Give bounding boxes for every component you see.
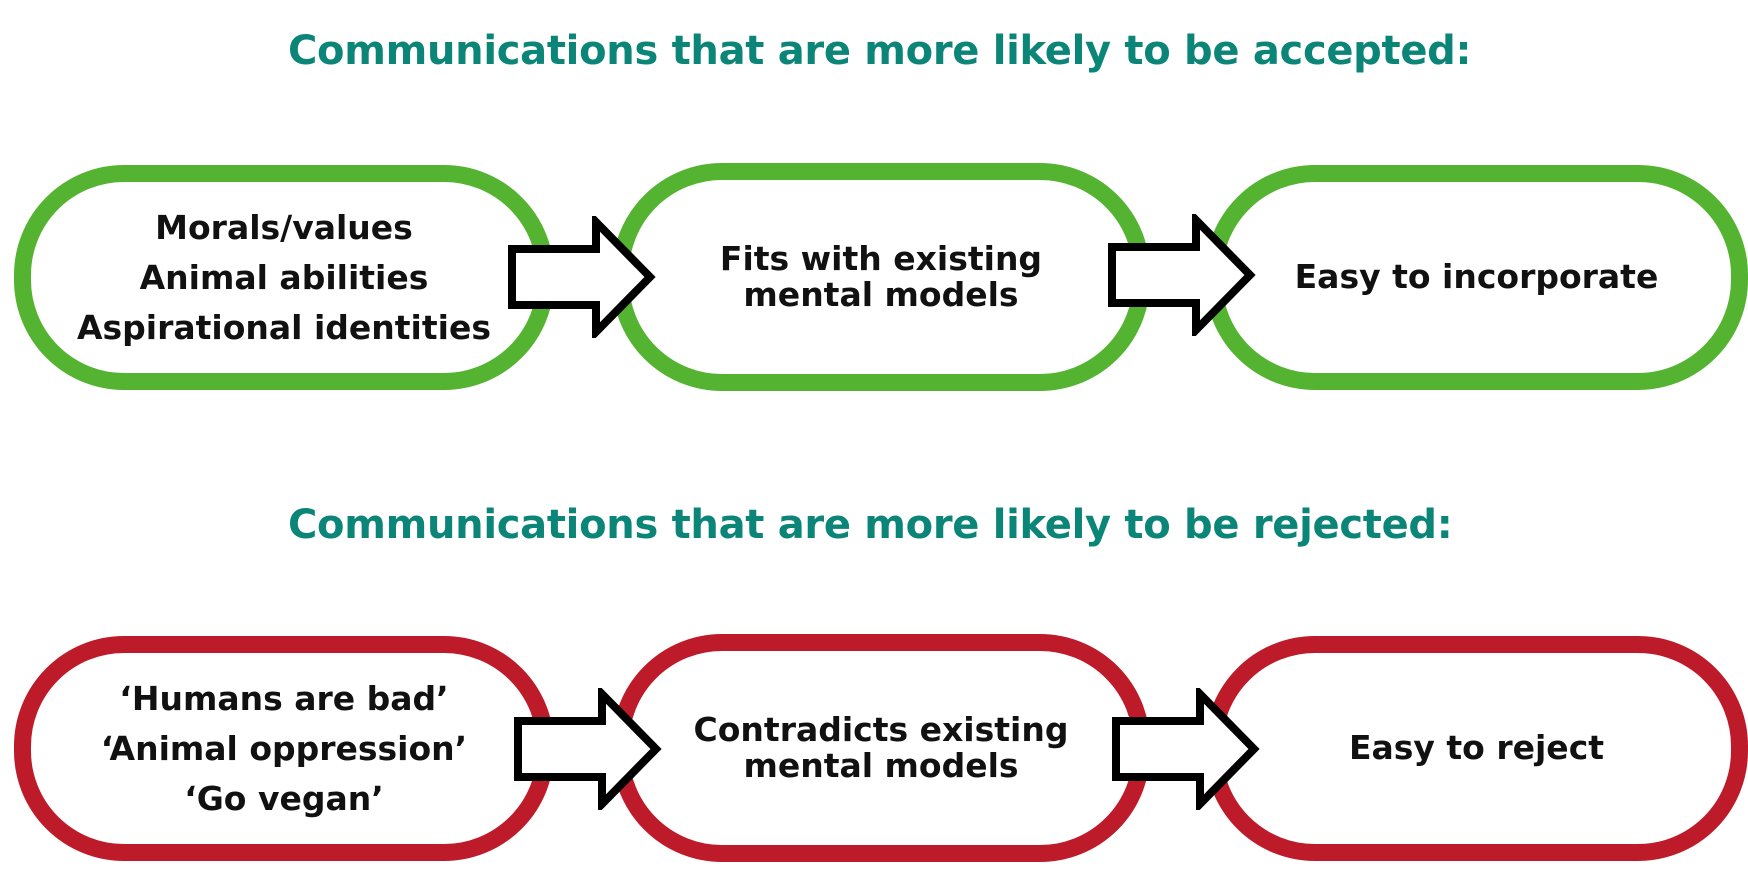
- rejected-step-2-line-2: mental models: [743, 746, 1019, 785]
- rejected-step-3-pill: Easy to reject: [1205, 636, 1748, 861]
- rejected-step-3-text: Easy to reject: [1348, 728, 1605, 768]
- accepted-step-1-line-3: Aspirational identities: [77, 307, 491, 347]
- right-arrow-icon: [514, 688, 662, 810]
- rejected-step-2-text: Contradicts existing mental models: [694, 712, 1069, 784]
- right-arrow-icon: [1112, 688, 1260, 810]
- accepted-step-1-pill: Morals/values Animal abilities Aspiratio…: [14, 165, 554, 390]
- rejected-step-2-pill: Contradicts existing mental models: [612, 634, 1150, 862]
- accepted-step-2-line-2: mental models: [743, 275, 1019, 314]
- rejected-step-3-line-1: Easy to reject: [1348, 728, 1605, 768]
- rejected-step-1-text: ‘Humans are bad’ ‘Animal oppression’ ‘Go…: [101, 674, 467, 824]
- accepted-step-3-text: Easy to incorporate: [1294, 257, 1659, 297]
- right-arrow-icon: [1108, 214, 1256, 336]
- accepted-step-2-text: Fits with existing mental models: [720, 241, 1042, 313]
- accepted-step-3-line-1: Easy to incorporate: [1294, 257, 1659, 297]
- rejected-step-1-line-2: ‘Animal oppression’: [100, 728, 468, 768]
- rejected-section-title: Communications that are more likely to b…: [288, 502, 1453, 548]
- rejected-step-1-line-3: ‘Go vegan’: [184, 778, 384, 818]
- accepted-step-3-pill: Easy to incorporate: [1205, 165, 1748, 390]
- accepted-step-2-pill: Fits with existing mental models: [612, 163, 1150, 391]
- rejected-step-1-pill: ‘Humans are bad’ ‘Animal oppression’ ‘Go…: [14, 636, 554, 861]
- rejected-step-1-line-1: ‘Humans are bad’: [119, 678, 449, 718]
- accepted-section-title: Communications that are more likely to b…: [288, 28, 1472, 74]
- rejected-step-2-line-1: Contradicts existing: [693, 710, 1069, 749]
- accepted-step-1-line-1: Morals/values: [155, 207, 413, 247]
- right-arrow-icon: [508, 216, 656, 338]
- accepted-step-1-text: Morals/values Animal abilities Aspiratio…: [77, 203, 491, 353]
- accepted-step-1-line-2: Animal abilities: [139, 257, 429, 297]
- accepted-step-2-line-1: Fits with existing: [719, 239, 1043, 278]
